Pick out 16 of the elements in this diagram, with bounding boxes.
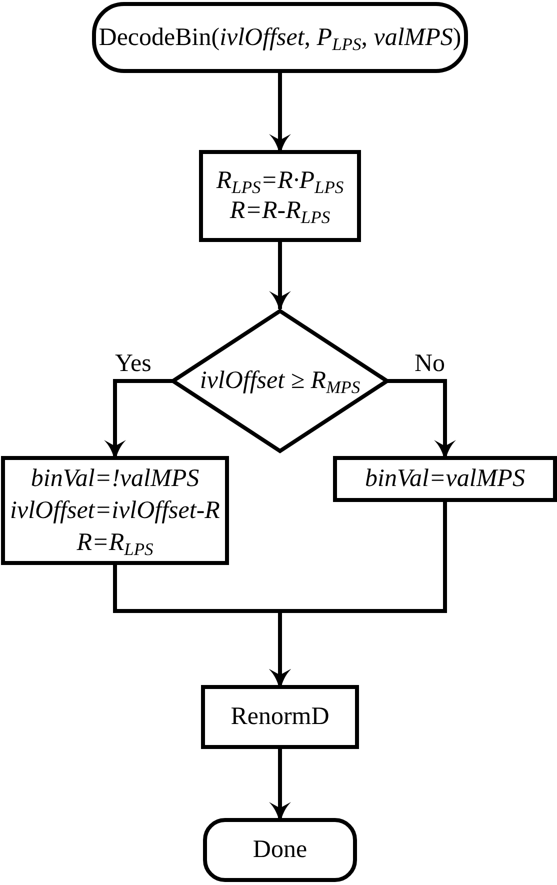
process-box [201, 685, 359, 749]
formula-text: R=R$_{LPS}$ [76, 528, 154, 558]
formula-text: R=R-R$_{LPS}$ [230, 196, 330, 226]
condition-text: ivlOffset ≥ R$_{MPS}$ [200, 366, 360, 396]
end-terminal [203, 818, 357, 882]
process-box [199, 150, 361, 242]
terminal-text: Done [252, 835, 308, 865]
formula-text: binVal=valMPS [365, 464, 525, 494]
start-terminal [92, 2, 468, 73]
function-call-text: DecodeBin(ivlOffset, P$_{LPS}$, valMPS) [98, 22, 462, 52]
process-box [1, 456, 229, 565]
process-box [333, 456, 557, 502]
process-text: RenormD [230, 702, 330, 732]
formula-text: binVal=!valMPS [30, 464, 200, 494]
formula-text: R$_{LPS}$=R·P$_{LPS}$ [216, 166, 344, 196]
formula-text: ivlOffset=ivlOffset-R [10, 496, 220, 526]
